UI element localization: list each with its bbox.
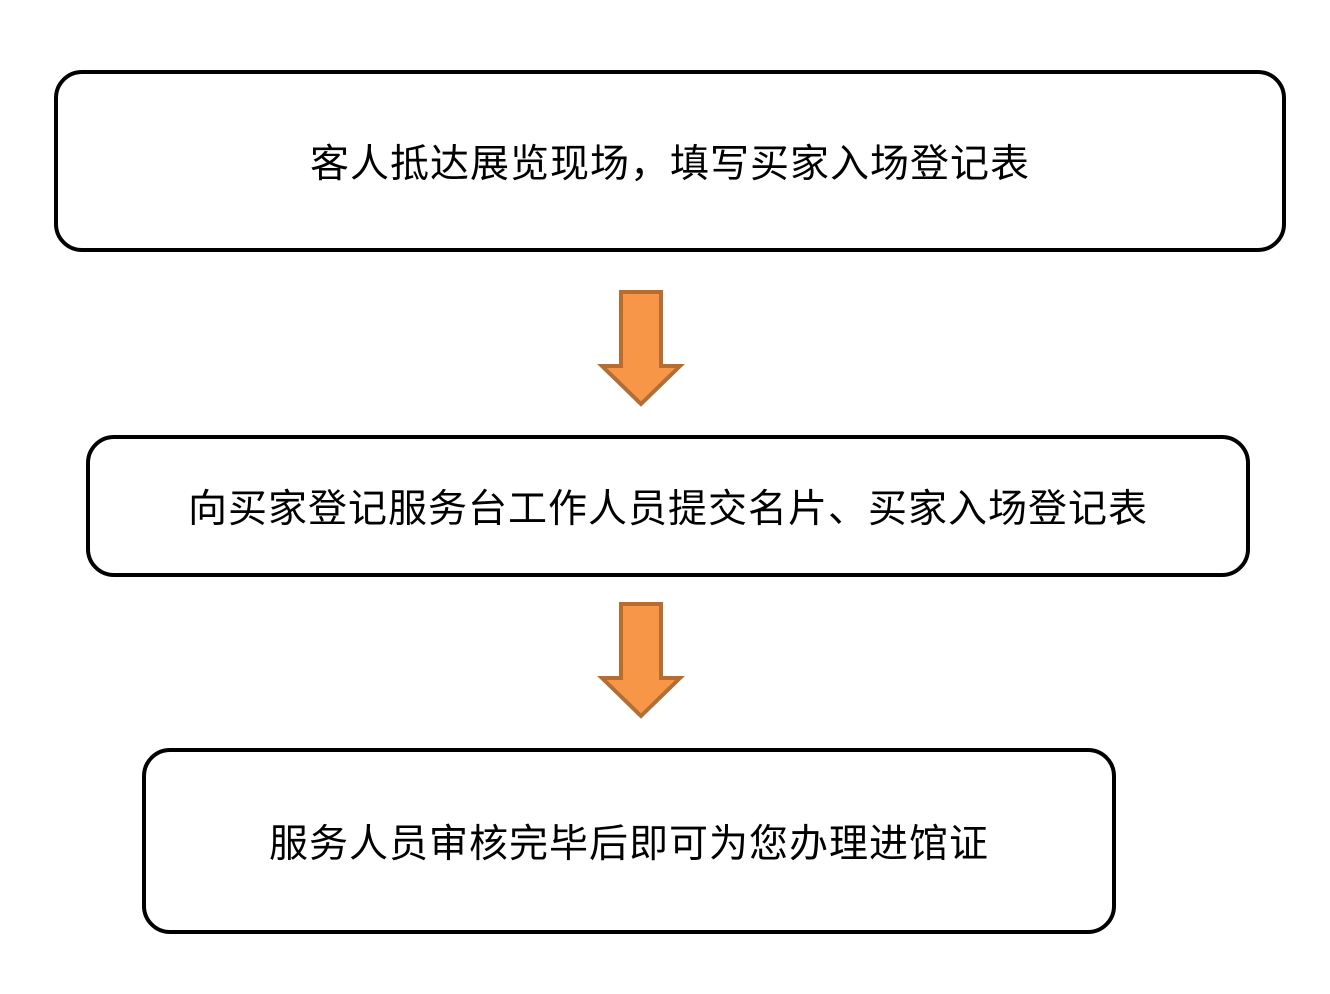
- flow-step-1-text: 客人抵达展览现场，填写买家入场登记表: [309, 142, 1030, 187]
- flow-step-3: 服务人员审核完毕后即可为您办理进馆证: [142, 748, 1116, 934]
- flow-step-2: 向买家登记服务台工作人员提交名片、买家入场登记表: [86, 435, 1250, 577]
- flow-step-3-text: 服务人员审核完毕后即可为您办理进馆证: [268, 822, 989, 867]
- flow-step-2-text: 向买家登记服务台工作人员提交名片、买家入场登记表: [187, 487, 1148, 532]
- flow-step-1: 客人抵达展览现场，填写买家入场登记表: [54, 70, 1286, 252]
- down-arrow-icon: [597, 602, 685, 719]
- down-arrow-icon: [597, 290, 685, 407]
